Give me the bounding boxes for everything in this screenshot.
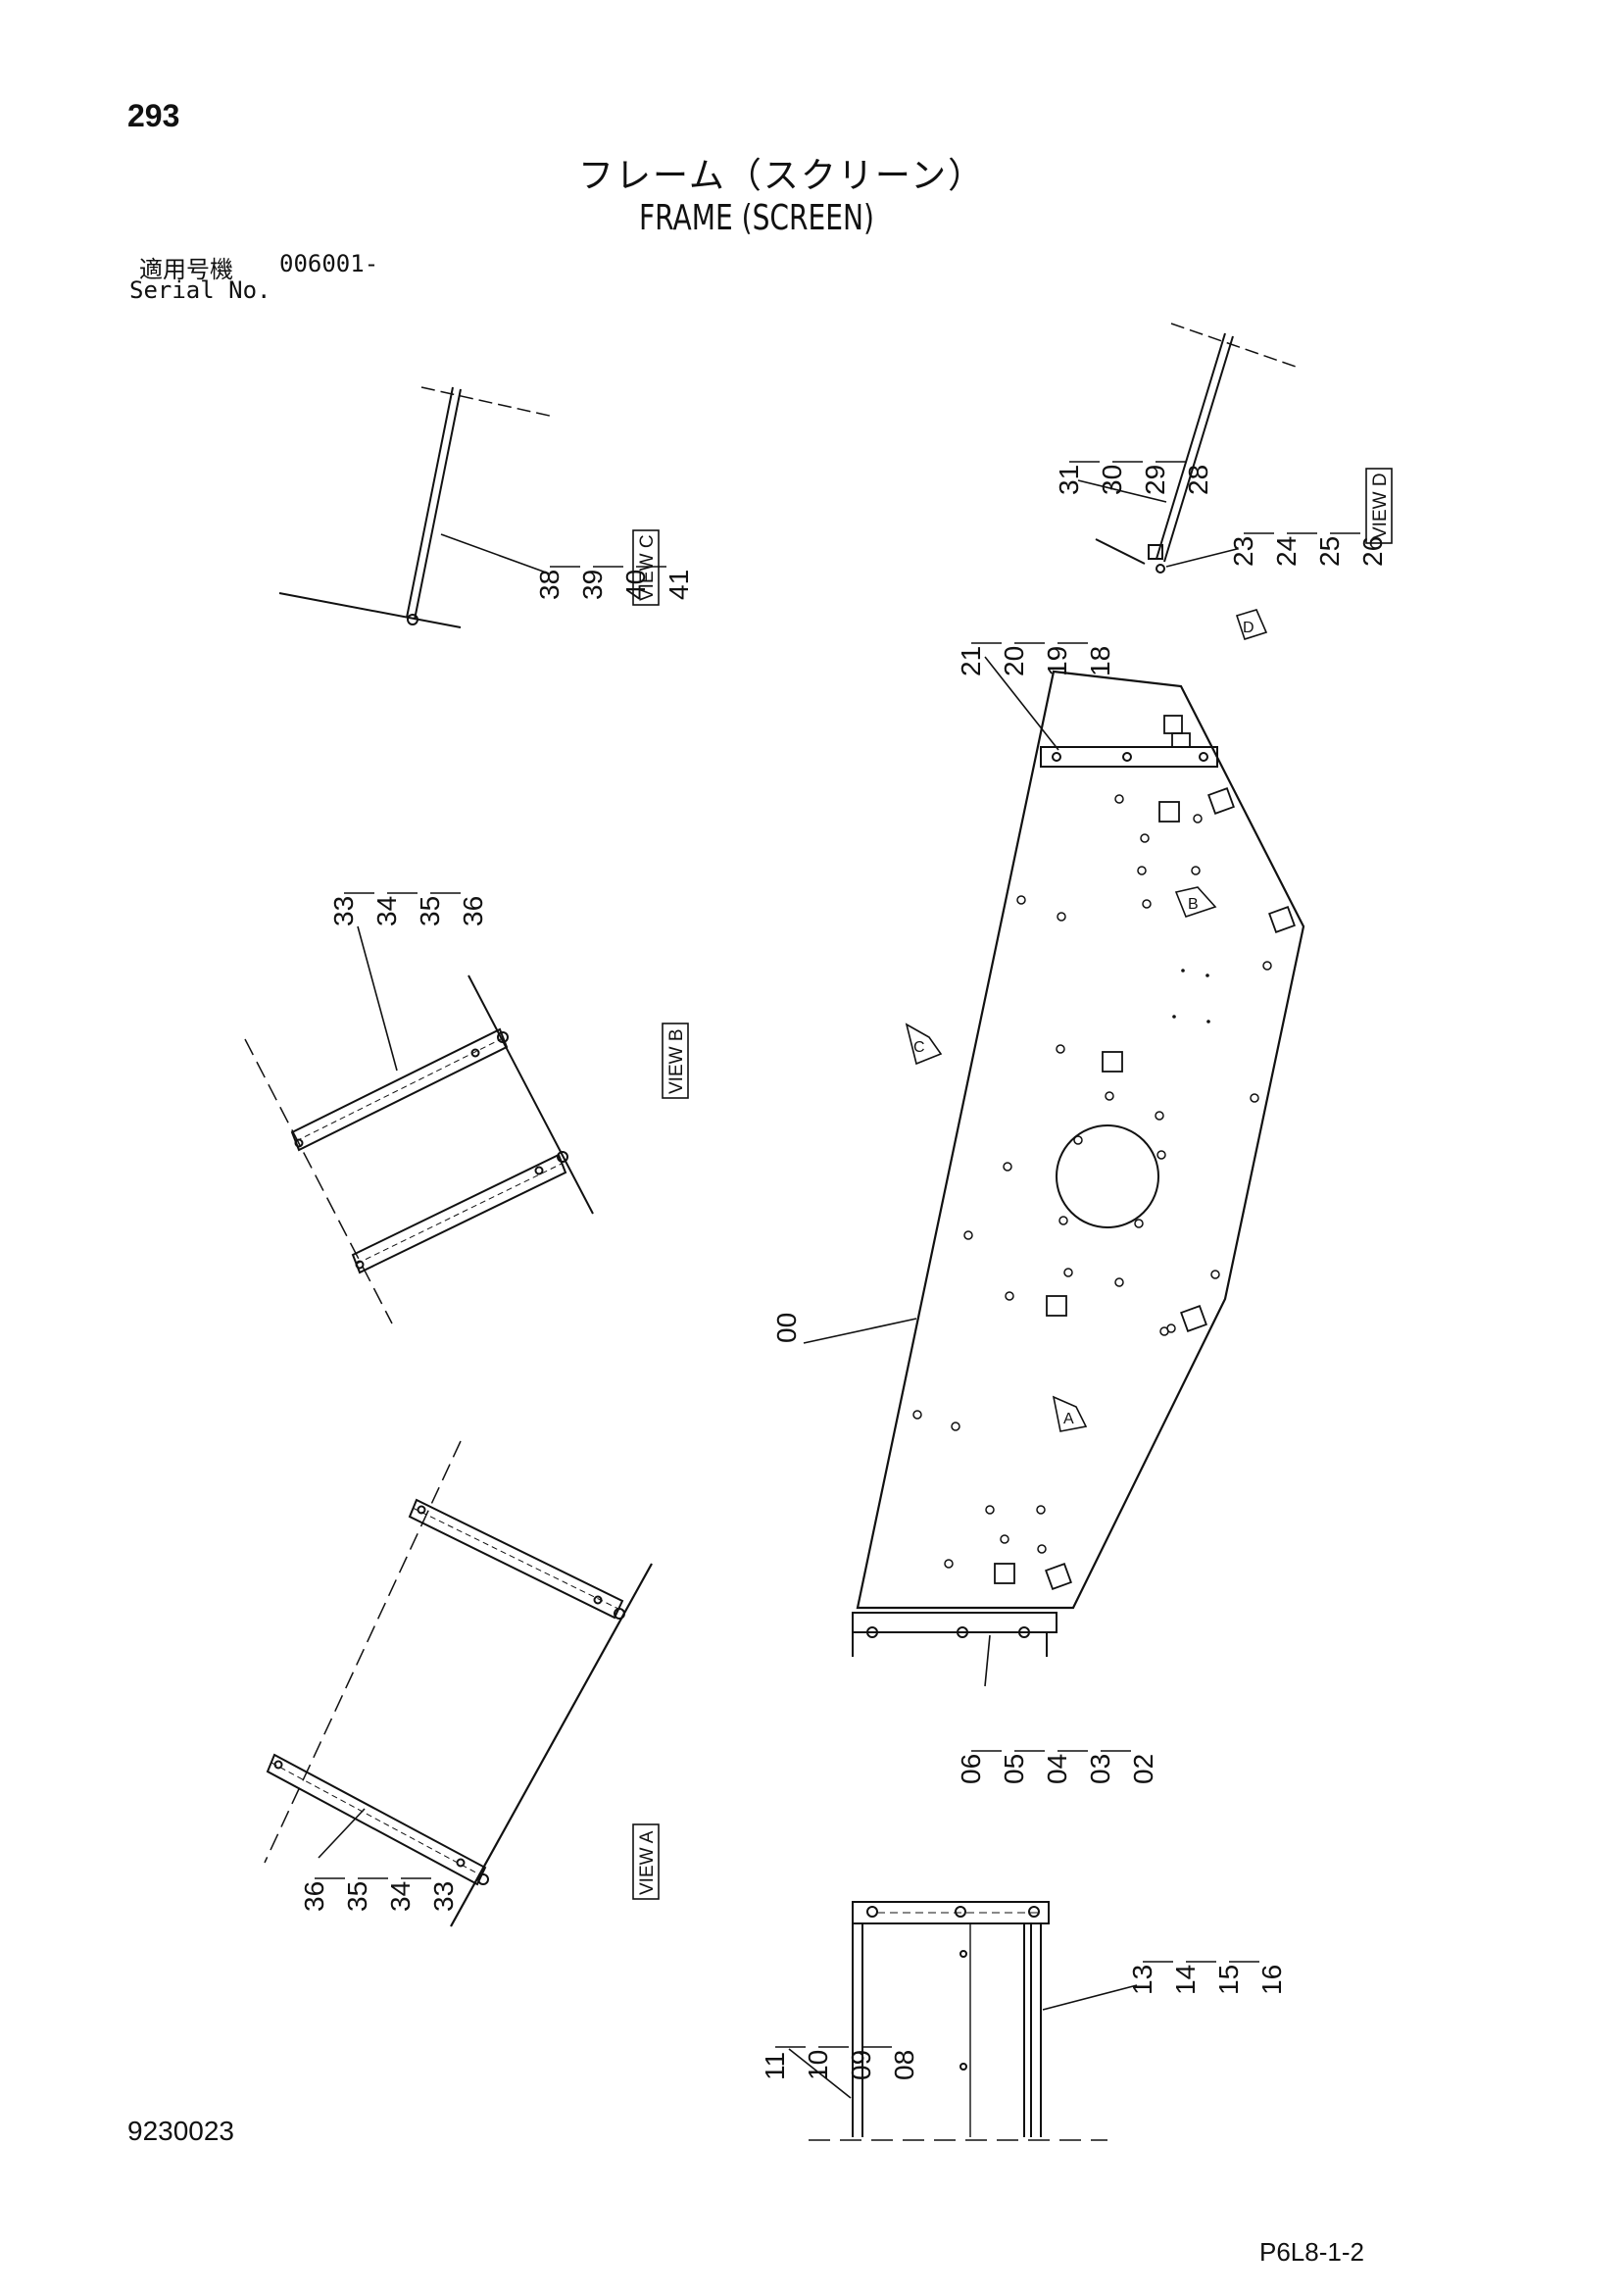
view-marker-c: C: [905, 1023, 943, 1066]
page-code: P6L8-1-2: [1259, 2237, 1364, 2267]
callout-number: 11: [760, 2052, 790, 2080]
svg-text:VIEW D: VIEW D: [1370, 473, 1391, 539]
serial-value: 006001-: [279, 250, 379, 277]
callout-number: 36: [458, 896, 488, 926]
bottom-bracket-detail: [809, 1901, 1107, 2141]
svg-text:VIEW C: VIEW C: [637, 534, 658, 601]
callout-number: 34: [371, 896, 402, 926]
callout-number: 38: [534, 570, 565, 600]
view-marker-b: B: [1174, 886, 1217, 918]
callout-number: 31: [1054, 465, 1084, 495]
callout-number: 05: [999, 1754, 1029, 1784]
callout-number: 23: [1228, 536, 1258, 567]
view-label-b: VIEW B: [662, 1023, 689, 1099]
callout-number: 18: [1085, 646, 1115, 676]
callout-group-bottom-right: 13 14 15 16: [1127, 1961, 1287, 1995]
view-c-detail: [278, 386, 555, 628]
callout-group-bottom-left: 11 10 09 08: [760, 2046, 919, 2080]
callout-number: 41: [664, 570, 694, 600]
callout-number: 35: [415, 896, 445, 926]
callout-number: 25: [1314, 536, 1345, 567]
callout-number: 19: [1042, 646, 1072, 676]
callout-number: 00: [771, 1313, 802, 1343]
document-number: 9230023: [127, 2116, 235, 2146]
callout-number: 28: [1183, 465, 1213, 495]
callout-group-view-c: 38 39 40 41: [534, 566, 694, 600]
title-japanese: フレーム（スクリーン）: [578, 156, 986, 196]
callout-group-view-b: 33 34 35 36: [328, 892, 488, 926]
svg-text:B: B: [1188, 896, 1199, 913]
callout-number: 40: [620, 570, 651, 600]
serial-label-japanese: 適用号機: [139, 256, 233, 283]
view-label-a: VIEW A: [632, 1823, 660, 1900]
callout-number: 24: [1271, 536, 1302, 567]
title-english: FRAME (SCREEN): [639, 198, 874, 238]
main-frame-panel: [852, 670, 1305, 1657]
callout-number: 10: [803, 2050, 833, 2080]
callout-number: 36: [299, 1881, 329, 1912]
callout-number: 09: [846, 2050, 876, 2080]
callout-group-view-d-lower: 23 24 25 26: [1228, 532, 1388, 567]
serial-label-english: Serial No.: [129, 276, 271, 304]
callout-number: 33: [428, 1881, 459, 1912]
page-number: 293: [127, 98, 180, 133]
callout-group-main-bottom-bracket: 06 05 04 03 02: [956, 1750, 1158, 1784]
callout-number: 30: [1097, 465, 1127, 495]
view-label-c: VIEW C: [632, 529, 660, 606]
view-b-detail: [244, 974, 594, 1324]
callout-number: 35: [342, 1881, 372, 1912]
view-label-d: VIEW D: [1365, 468, 1393, 544]
svg-text:D: D: [1243, 620, 1254, 636]
callout-number: 34: [385, 1881, 416, 1912]
callout-number: 06: [956, 1754, 986, 1784]
view-marker-d: D: [1235, 609, 1268, 641]
callout-number: 02: [1128, 1754, 1158, 1784]
callout-group-view-a: 36 35 34 33: [299, 1877, 459, 1912]
callout-number: 04: [1042, 1754, 1072, 1784]
svg-text:VIEW A: VIEW A: [637, 1830, 658, 1895]
view-a-detail: [264, 1440, 653, 1927]
callout-number: 20: [999, 646, 1029, 676]
callout-number: 08: [889, 2050, 919, 2080]
callout-number: 26: [1357, 536, 1388, 567]
svg-text:VIEW B: VIEW B: [666, 1028, 687, 1094]
callout-group-main-top-bracket: 21 20 19 18: [956, 642, 1115, 676]
callout-number: 39: [577, 570, 608, 600]
svg-text:A: A: [1063, 1411, 1074, 1427]
callout-group-view-d-upper: 31 30 29 28: [1054, 461, 1213, 495]
view-marker-a: A: [1052, 1395, 1088, 1432]
callout-number: 03: [1085, 1754, 1115, 1784]
svg-text:C: C: [913, 1039, 925, 1056]
callout-number: 21: [956, 646, 986, 676]
callout-number: 15: [1213, 1965, 1244, 1995]
callout-group-main-frame: 00: [771, 1313, 802, 1343]
callout-number: 29: [1140, 465, 1170, 495]
leader-lines: [318, 479, 1238, 2099]
view-d-detail: [1095, 323, 1300, 574]
callout-number: 13: [1127, 1965, 1157, 1995]
callout-number: 14: [1170, 1965, 1201, 1995]
callout-number: 16: [1256, 1965, 1287, 1995]
callout-number: 33: [328, 896, 359, 926]
